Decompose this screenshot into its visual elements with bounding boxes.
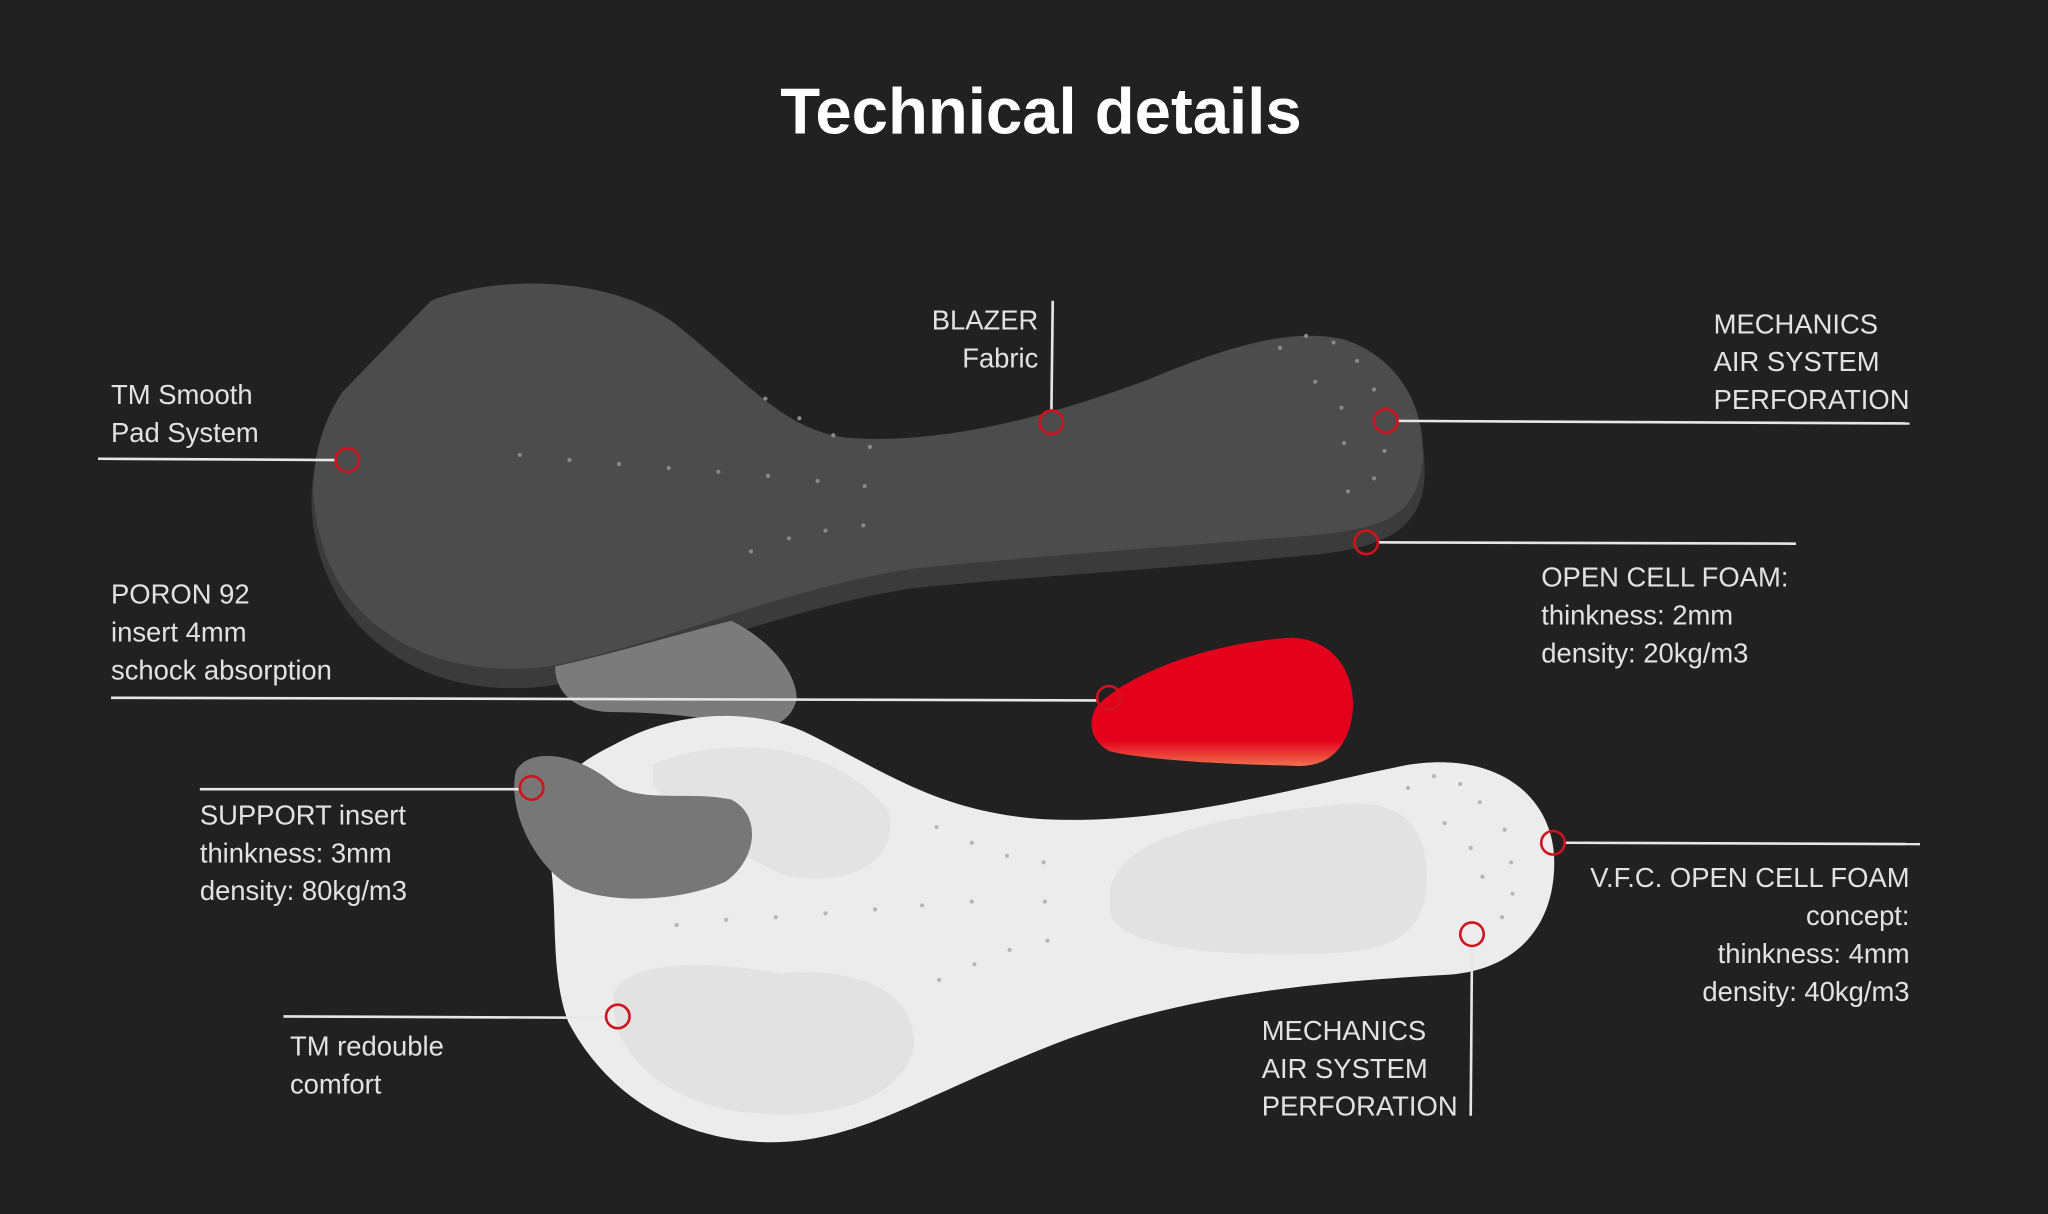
callout-label: PERFORATION (1714, 384, 1910, 415)
callout-label: Fabric (962, 342, 1038, 373)
callout-label: SUPPORT insert (200, 799, 407, 830)
callout-label: concept: (1806, 900, 1910, 931)
callout-label: MECHANICS (1714, 308, 1878, 339)
callout-label: insert 4mm (111, 617, 247, 648)
callout-label: density: 40kg/m3 (1702, 976, 1909, 1007)
callout-mechanics-top: MECHANICS AIR SYSTEM PERFORATION (1372, 308, 1910, 434)
callout-label: TM Smooth (111, 379, 253, 410)
callout-mechanics-bottom: MECHANICS AIR SYSTEM PERFORATION (1262, 921, 1486, 1122)
callout-redouble: TM redouble comfort (283, 1003, 631, 1100)
callout-label: comfort (290, 1069, 382, 1100)
callout-label: AIR SYSTEM (1262, 1053, 1428, 1084)
callout-label: AIR SYSTEM (1714, 346, 1880, 377)
callout-label: density: 80kg/m3 (200, 875, 407, 906)
callout-label: MECHANICS (1262, 1015, 1426, 1046)
callout-poron: PORON 92 insert 4mm schock absorption (111, 579, 1122, 711)
callout-label: thinkness: 3mm (200, 837, 392, 868)
callout-label: PORON 92 (111, 579, 250, 610)
callout-label: OPEN CELL FOAM: (1541, 562, 1788, 593)
callout-label: schock absorption (111, 654, 332, 685)
bottom-pad-layer (547, 715, 1555, 1143)
callout-label: V.F.C. OPEN CELL FOAM (1590, 862, 1909, 893)
callout-label: density: 20kg/m3 (1541, 638, 1748, 669)
callout-open-cell-foam: OPEN CELL FOAM: thinkness: 2mm density: … (1353, 529, 1796, 669)
callout-tm-smooth: TM Smooth Pad System (97, 379, 361, 474)
callout-label: BLAZER (932, 304, 1039, 335)
callout-label: PERFORATION (1262, 1091, 1458, 1122)
callout-vfc: V.F.C. OPEN CELL FOAM concept: thinkness… (1539, 829, 1921, 1007)
callout-label: thinkness: 2mm (1541, 600, 1733, 631)
poron-insert-shape (555, 620, 797, 728)
poron-red-shape (1091, 637, 1354, 766)
support-insert-shape (514, 755, 753, 899)
callout-blazer: BLAZER Fabric (932, 300, 1065, 436)
callout-label: TM redouble (290, 1031, 444, 1062)
callout-label: thinkness: 4mm (1718, 938, 1910, 969)
callout-label: Pad System (111, 417, 259, 448)
top-pad-layer (311, 283, 1425, 689)
callout-support: SUPPORT insert thinkness: 3mm density: 8… (200, 774, 545, 906)
page-title: Technical details (780, 75, 1301, 148)
